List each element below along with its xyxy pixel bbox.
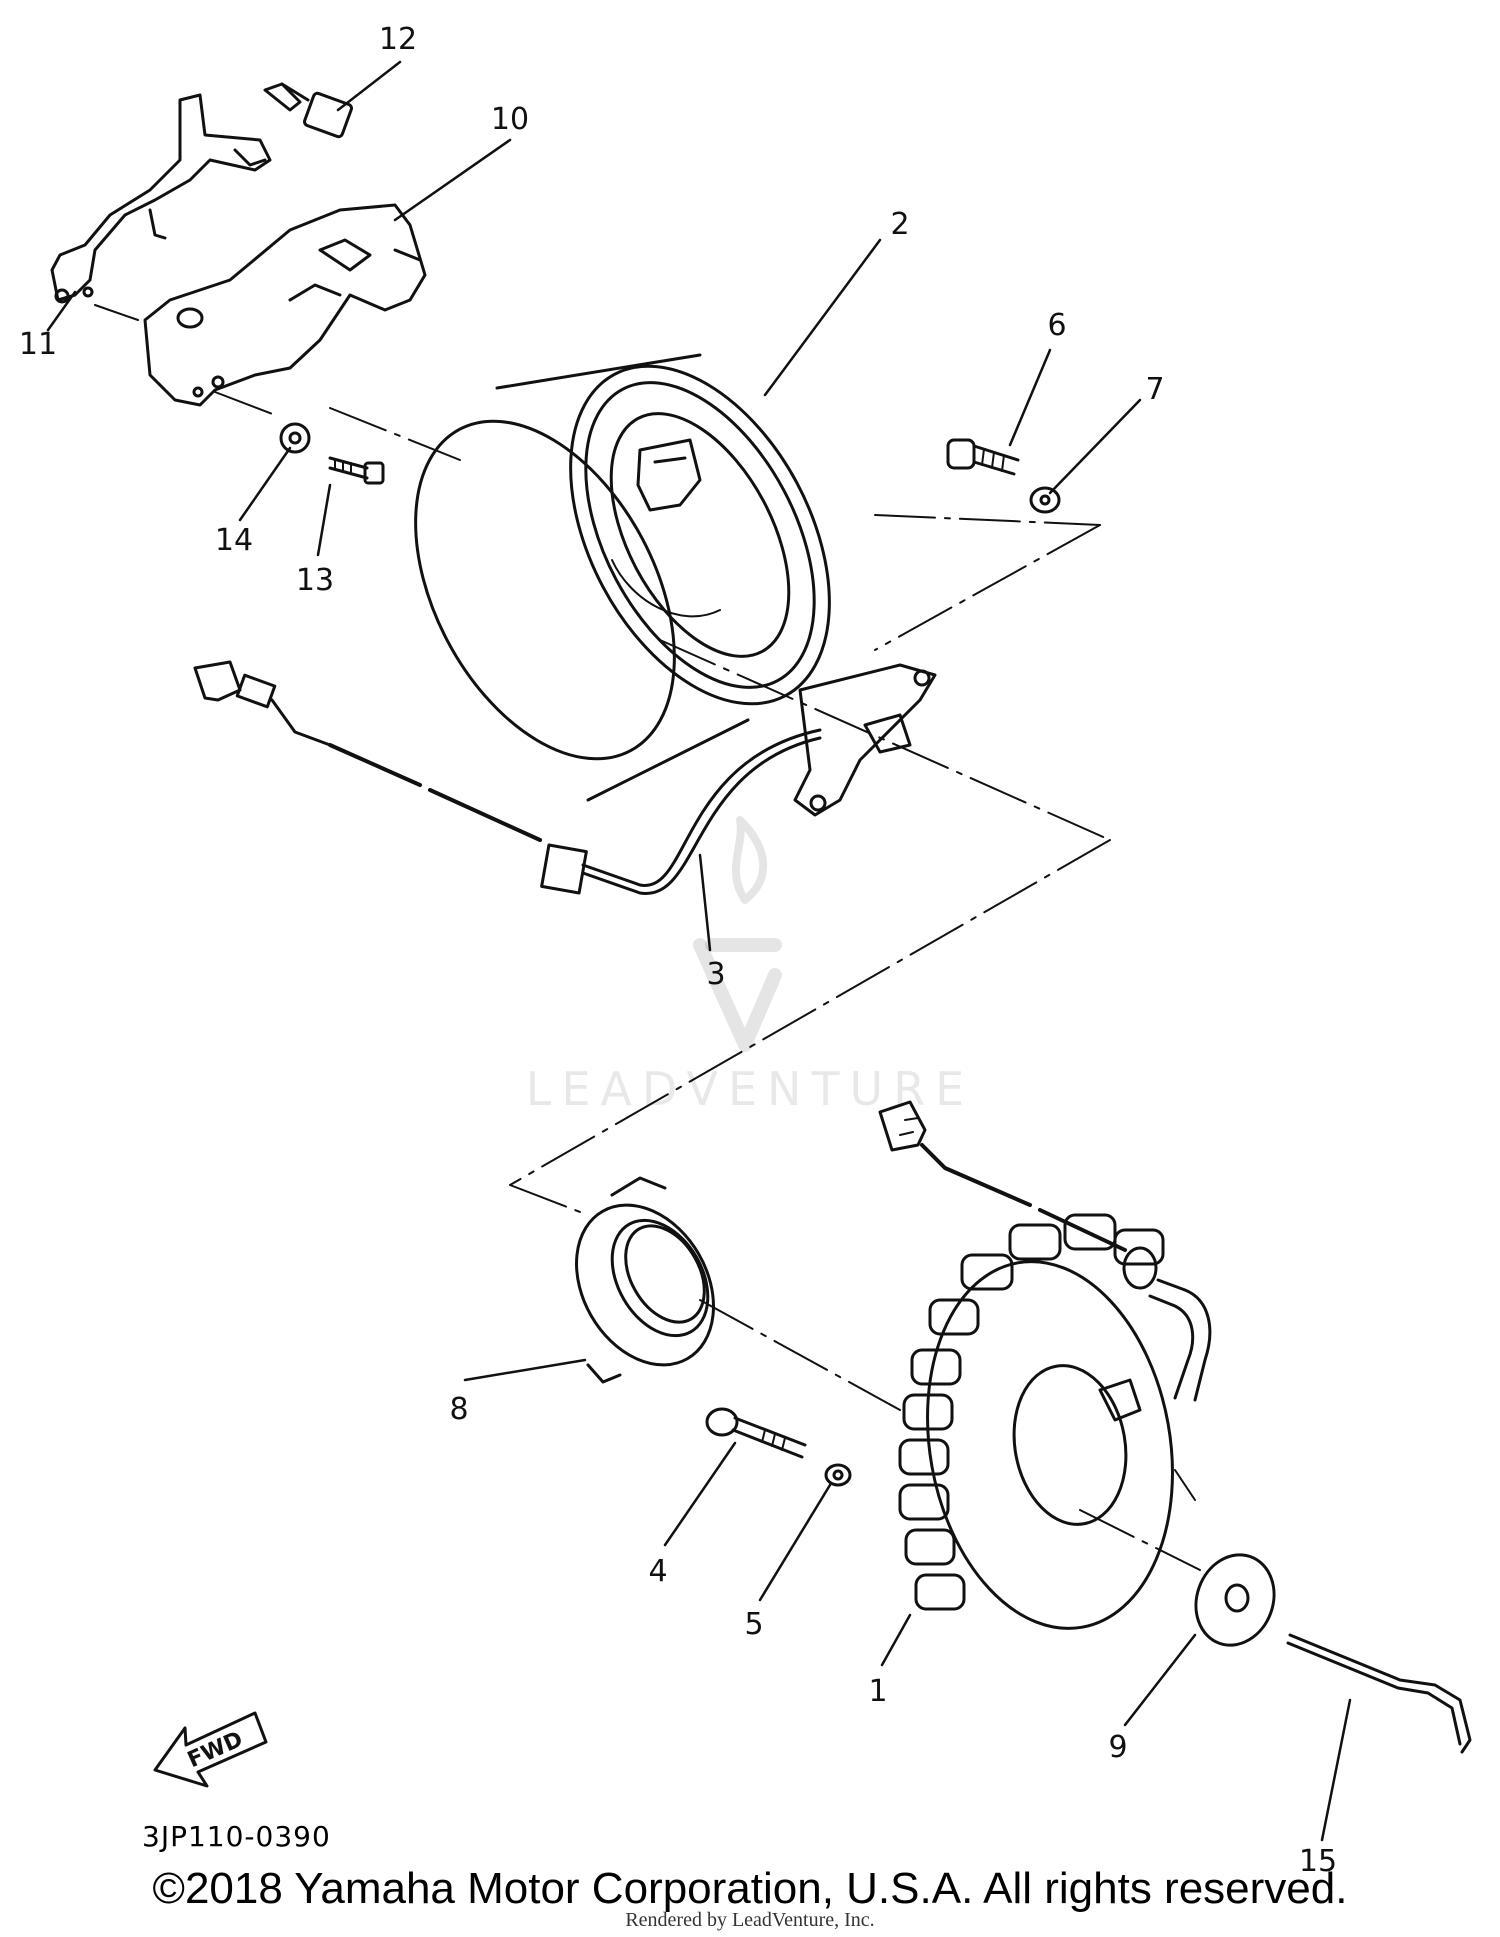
- part-1-stator: [898, 1213, 1196, 1630]
- part-10-cover: [143, 203, 427, 407]
- callout-13: 13: [295, 563, 335, 598]
- part-5-washer: [824, 1463, 852, 1487]
- part-9-washer: [1194, 1553, 1276, 1647]
- part-7-washer: [1029, 486, 1061, 514]
- leader-lines: [46, 60, 1352, 1842]
- callout-9: 9: [1108, 1730, 1128, 1765]
- callout-5: 5: [744, 1607, 764, 1642]
- fwd-label: FWD: [184, 1727, 247, 1773]
- part-2-rotor: [414, 353, 831, 802]
- copyright-notice: ©2018 Yamaha Motor Corporation, U.S.A. A…: [152, 1864, 1348, 1913]
- part-1-stator-harness: [878, 1100, 1212, 1422]
- callout-2: 2: [890, 207, 910, 242]
- part-13-screw: [328, 456, 385, 485]
- part-4-bolt: [705, 1407, 807, 1459]
- part-12-clip: [263, 82, 353, 139]
- callout-1: 1: [868, 1674, 888, 1709]
- callout-10: 10: [490, 102, 530, 137]
- callout-8: 8: [449, 1392, 469, 1427]
- part-15-pin: [1286, 1633, 1472, 1754]
- rendered-by-notice: Rendered by LeadVenture, Inc.: [625, 1909, 875, 1931]
- callout-15: 15: [1298, 1844, 1338, 1879]
- diagram-code: 3JP110-0390: [142, 1820, 331, 1853]
- part-6-bolt: [946, 438, 1020, 476]
- part-3-pickup-coil: [193, 660, 937, 895]
- part-8-retainer: [575, 1176, 715, 1384]
- part-11-bracket: [50, 93, 272, 304]
- leadventure-logo-watermark: [693, 816, 782, 1052]
- watermark-text: LEADVENTURE: [525, 1062, 975, 1116]
- callout-7: 7: [1145, 372, 1165, 407]
- callout-11: 11: [18, 327, 58, 362]
- alignment-lines: [94, 304, 1201, 1571]
- part-14-washer: [279, 422, 311, 454]
- callout-3: 3: [706, 957, 726, 992]
- callout-12: 12: [378, 22, 418, 57]
- callout-6: 6: [1047, 308, 1067, 343]
- callout-14: 14: [214, 523, 254, 558]
- fwd-direction-arrow: FWD: [153, 1711, 268, 1788]
- callout-4: 4: [648, 1554, 668, 1589]
